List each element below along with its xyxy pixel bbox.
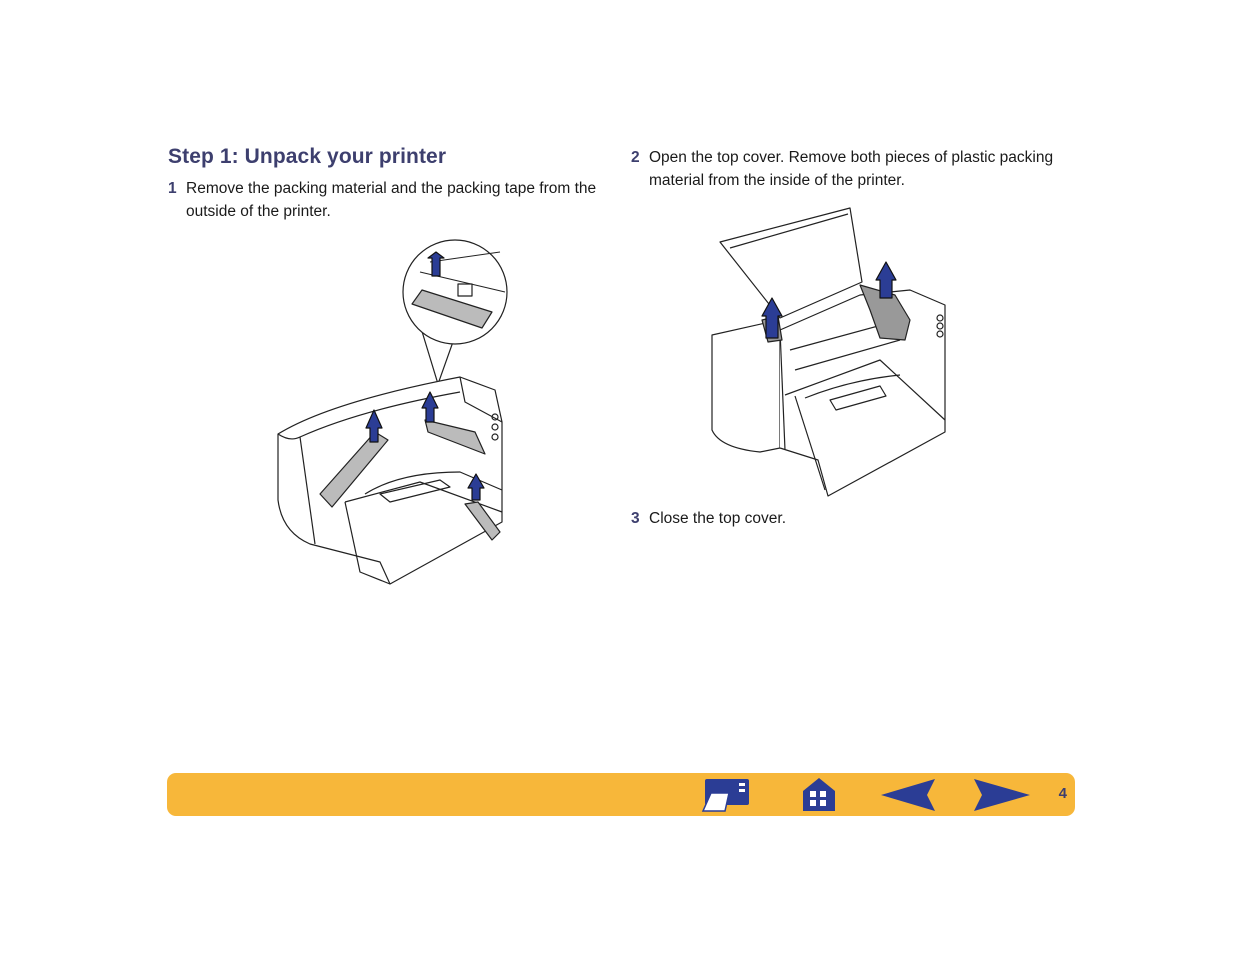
- inset-magnifier: [402, 239, 508, 385]
- print-icon: [701, 779, 749, 812]
- step-number: 2: [631, 149, 640, 166]
- printer-open-cover-illustration: [711, 207, 946, 497]
- step-3: 3 Close the top cover.: [631, 507, 1071, 530]
- packing-tape: [319, 419, 501, 541]
- lift-arrows: [761, 261, 897, 339]
- home-button[interactable]: [799, 777, 839, 813]
- print-button[interactable]: [701, 777, 751, 813]
- previous-page-button[interactable]: [879, 777, 939, 813]
- printer-body: [277, 376, 503, 585]
- step-number: 3: [631, 510, 640, 527]
- printer-body: [711, 207, 946, 497]
- printer-tape-illustration: [277, 239, 508, 585]
- step-1: 1 Remove the packing material and the pa…: [168, 177, 608, 223]
- step-text: Open the top cover. Remove both pieces o…: [649, 149, 1054, 189]
- page-title: Step 1: Unpack your printer: [168, 145, 447, 168]
- navigation-bar: 4: [167, 773, 1075, 816]
- next-page-button[interactable]: [970, 777, 1032, 813]
- page-number: 4: [1058, 785, 1067, 802]
- next-arrow-icon: [974, 779, 1030, 811]
- step-text: Close the top cover.: [649, 510, 786, 527]
- lift-arrows: [365, 391, 485, 501]
- step-text: Remove the packing material and the pack…: [186, 180, 597, 220]
- step-number: 1: [168, 180, 177, 197]
- step-2: 2 Open the top cover. Remove both pieces…: [631, 146, 1071, 192]
- previous-arrow-icon: [881, 779, 935, 811]
- home-icon: [803, 778, 835, 811]
